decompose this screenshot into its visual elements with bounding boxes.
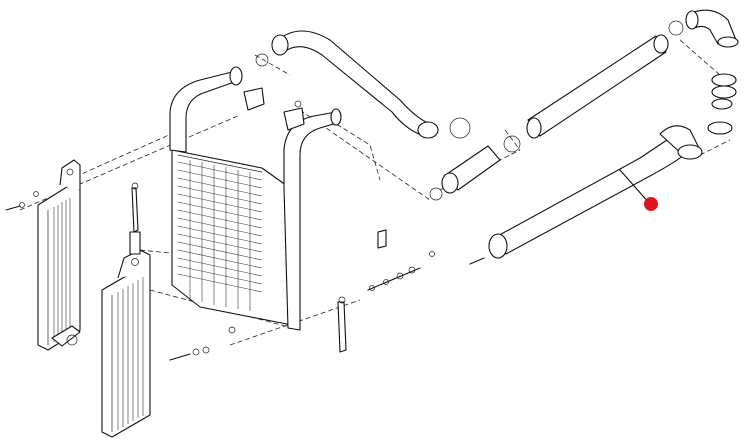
core-fins [177,160,263,311]
highlight-marker [644,197,658,211]
stay-rod [131,182,139,233]
elbow-fittings [685,9,739,135]
lower-hose [429,135,521,201]
left-bolt-icon [5,202,25,211]
intercooler-core [169,53,387,331]
upper-hose [271,30,471,139]
left-cooler [5,159,81,351]
highlighted-pipe [469,125,703,265]
front-cooler [101,231,236,438]
right-stay-rod [337,251,435,353]
long-pipe [526,20,684,139]
front-bolt-icon [169,326,236,361]
